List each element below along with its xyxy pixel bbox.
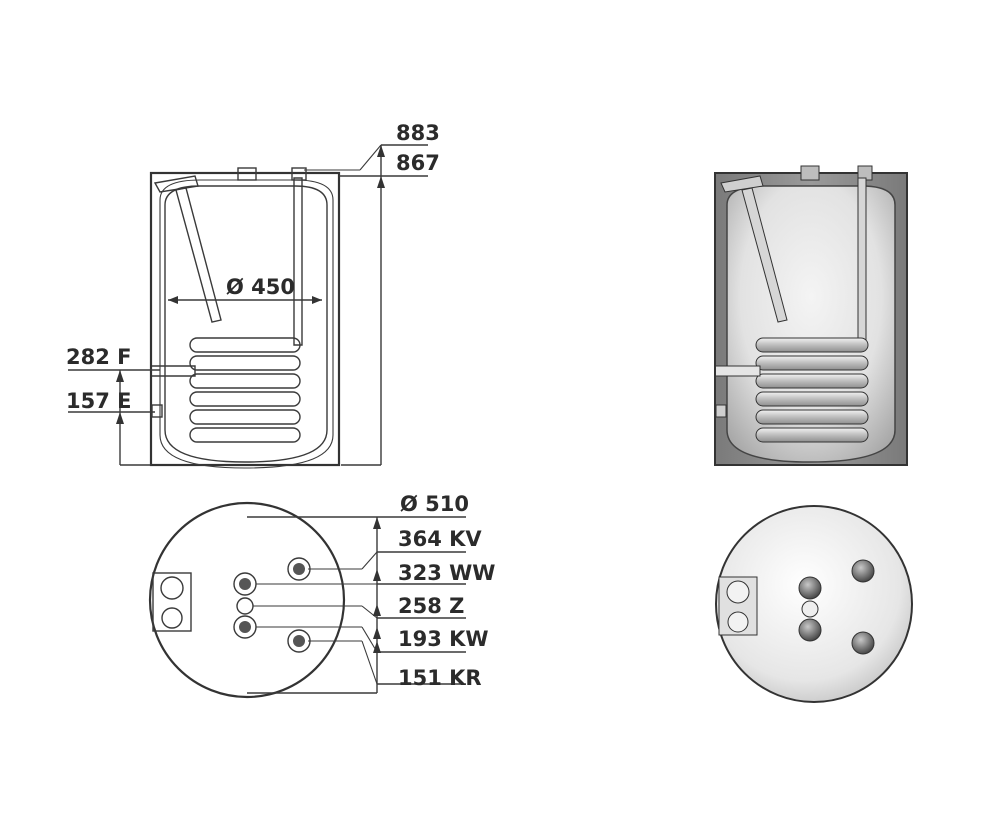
side-connection-dimensions: 282 F 157 E	[66, 345, 160, 466]
height-dimension: 883 867	[304, 121, 440, 466]
heating-coil	[189, 337, 301, 443]
connection-f-label: 282 F	[66, 345, 132, 369]
connection-kw-label: 193 KW	[398, 627, 489, 651]
diameter-450-dimension: Ø 450	[168, 275, 322, 304]
top-view-dimensions: Ø 510 364 KV 323 WW 258 Z 193 KW 151 KR	[247, 492, 495, 694]
top-view-shaded	[715, 505, 913, 703]
diameter-450-label: Ø 450	[226, 275, 295, 299]
height-883-label: 883	[396, 121, 440, 145]
connection-kr-label: 151 KR	[398, 666, 482, 690]
front-view-outline	[149, 167, 341, 469]
top-view-outline	[148, 501, 346, 699]
connection-kv-label: 364 KV	[398, 527, 482, 551]
connection-z-label: 258 Z	[398, 594, 464, 618]
connection-ww-label: 323 WW	[398, 561, 495, 585]
front-view-shaded	[714, 165, 908, 466]
diameter-510-label: Ø 510	[400, 492, 469, 516]
anode-rod	[153, 175, 222, 323]
height-867-label: 867	[396, 151, 440, 175]
connection-e-label: 157 E	[66, 389, 132, 413]
